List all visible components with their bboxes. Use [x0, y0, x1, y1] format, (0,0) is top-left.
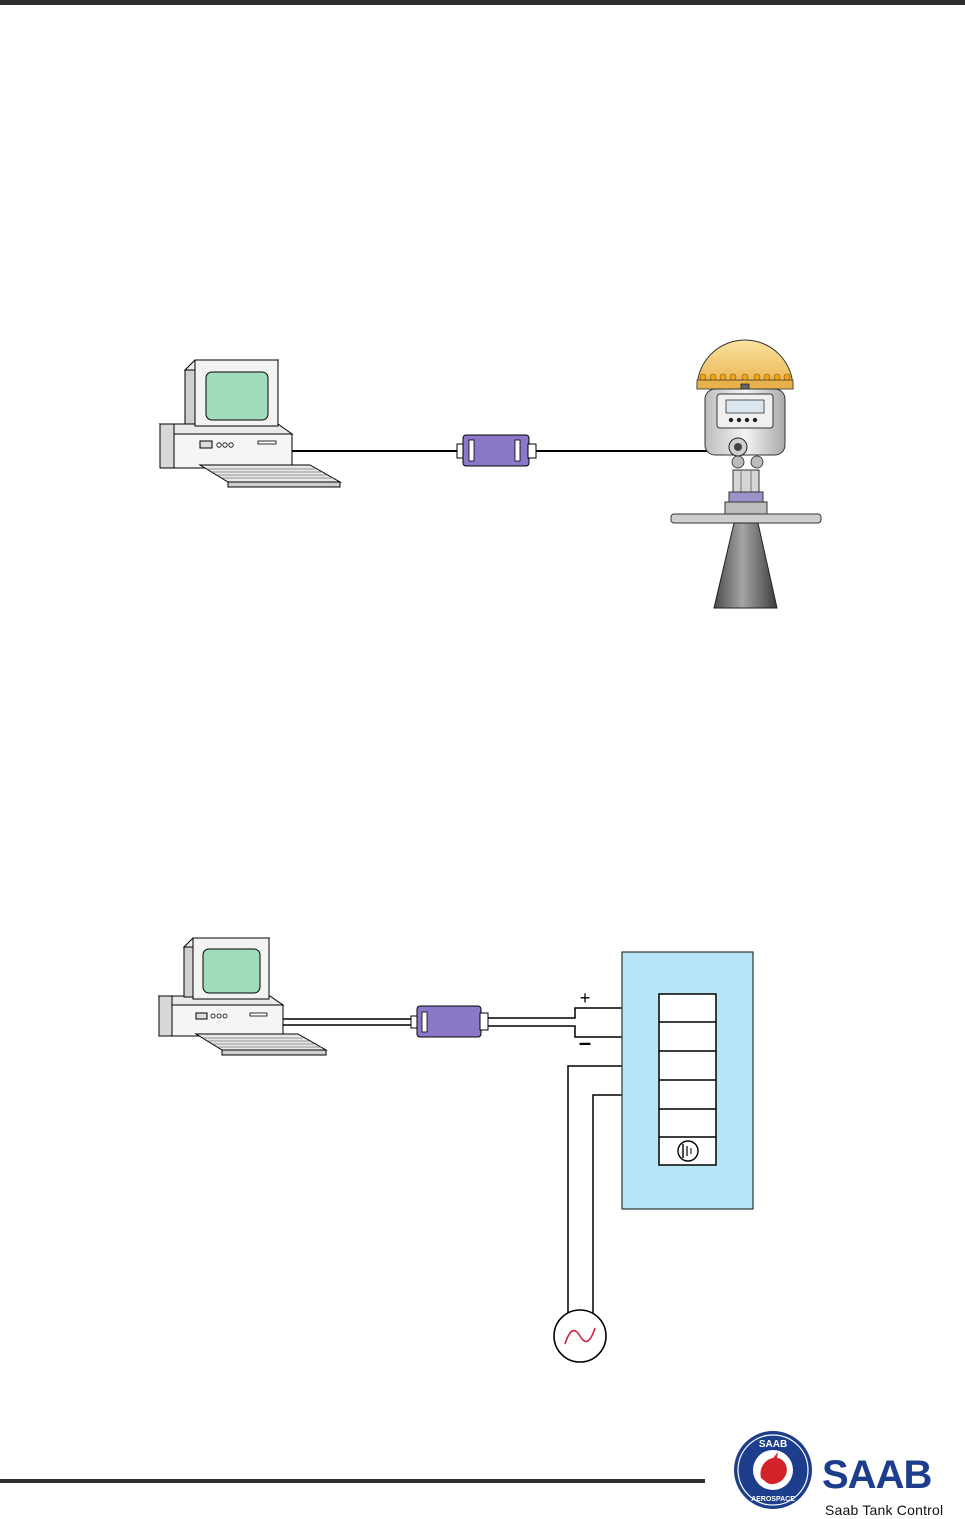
saab-aerospace-emblem: SAAB AEROSPACE — [734, 1431, 812, 1509]
usb-converter-icon-top — [457, 435, 536, 466]
computer-icon-bottom — [159, 938, 326, 1055]
svg-text:SAAB: SAAB — [759, 1439, 787, 1450]
bottom-rule — [0, 1479, 705, 1483]
saab-wordmark: SAAB — [822, 1453, 931, 1497]
brand-label: Saab Tank Control — [825, 1502, 943, 1518]
ac-source-icon — [554, 1310, 606, 1362]
ground-symbol-icon — [678, 1141, 698, 1161]
cable-pc-to-converter-bottom — [283, 1019, 412, 1025]
computer-icon-top — [160, 360, 340, 487]
radar-gauge-icon — [671, 340, 821, 608]
terminal-box — [622, 952, 753, 1209]
svg-text:AEROSPACE: AEROSPACE — [751, 1496, 795, 1503]
plus-label: + — [580, 988, 591, 1008]
minus-label: – — [579, 1030, 591, 1055]
usb-converter-icon-bottom — [411, 1006, 488, 1037]
